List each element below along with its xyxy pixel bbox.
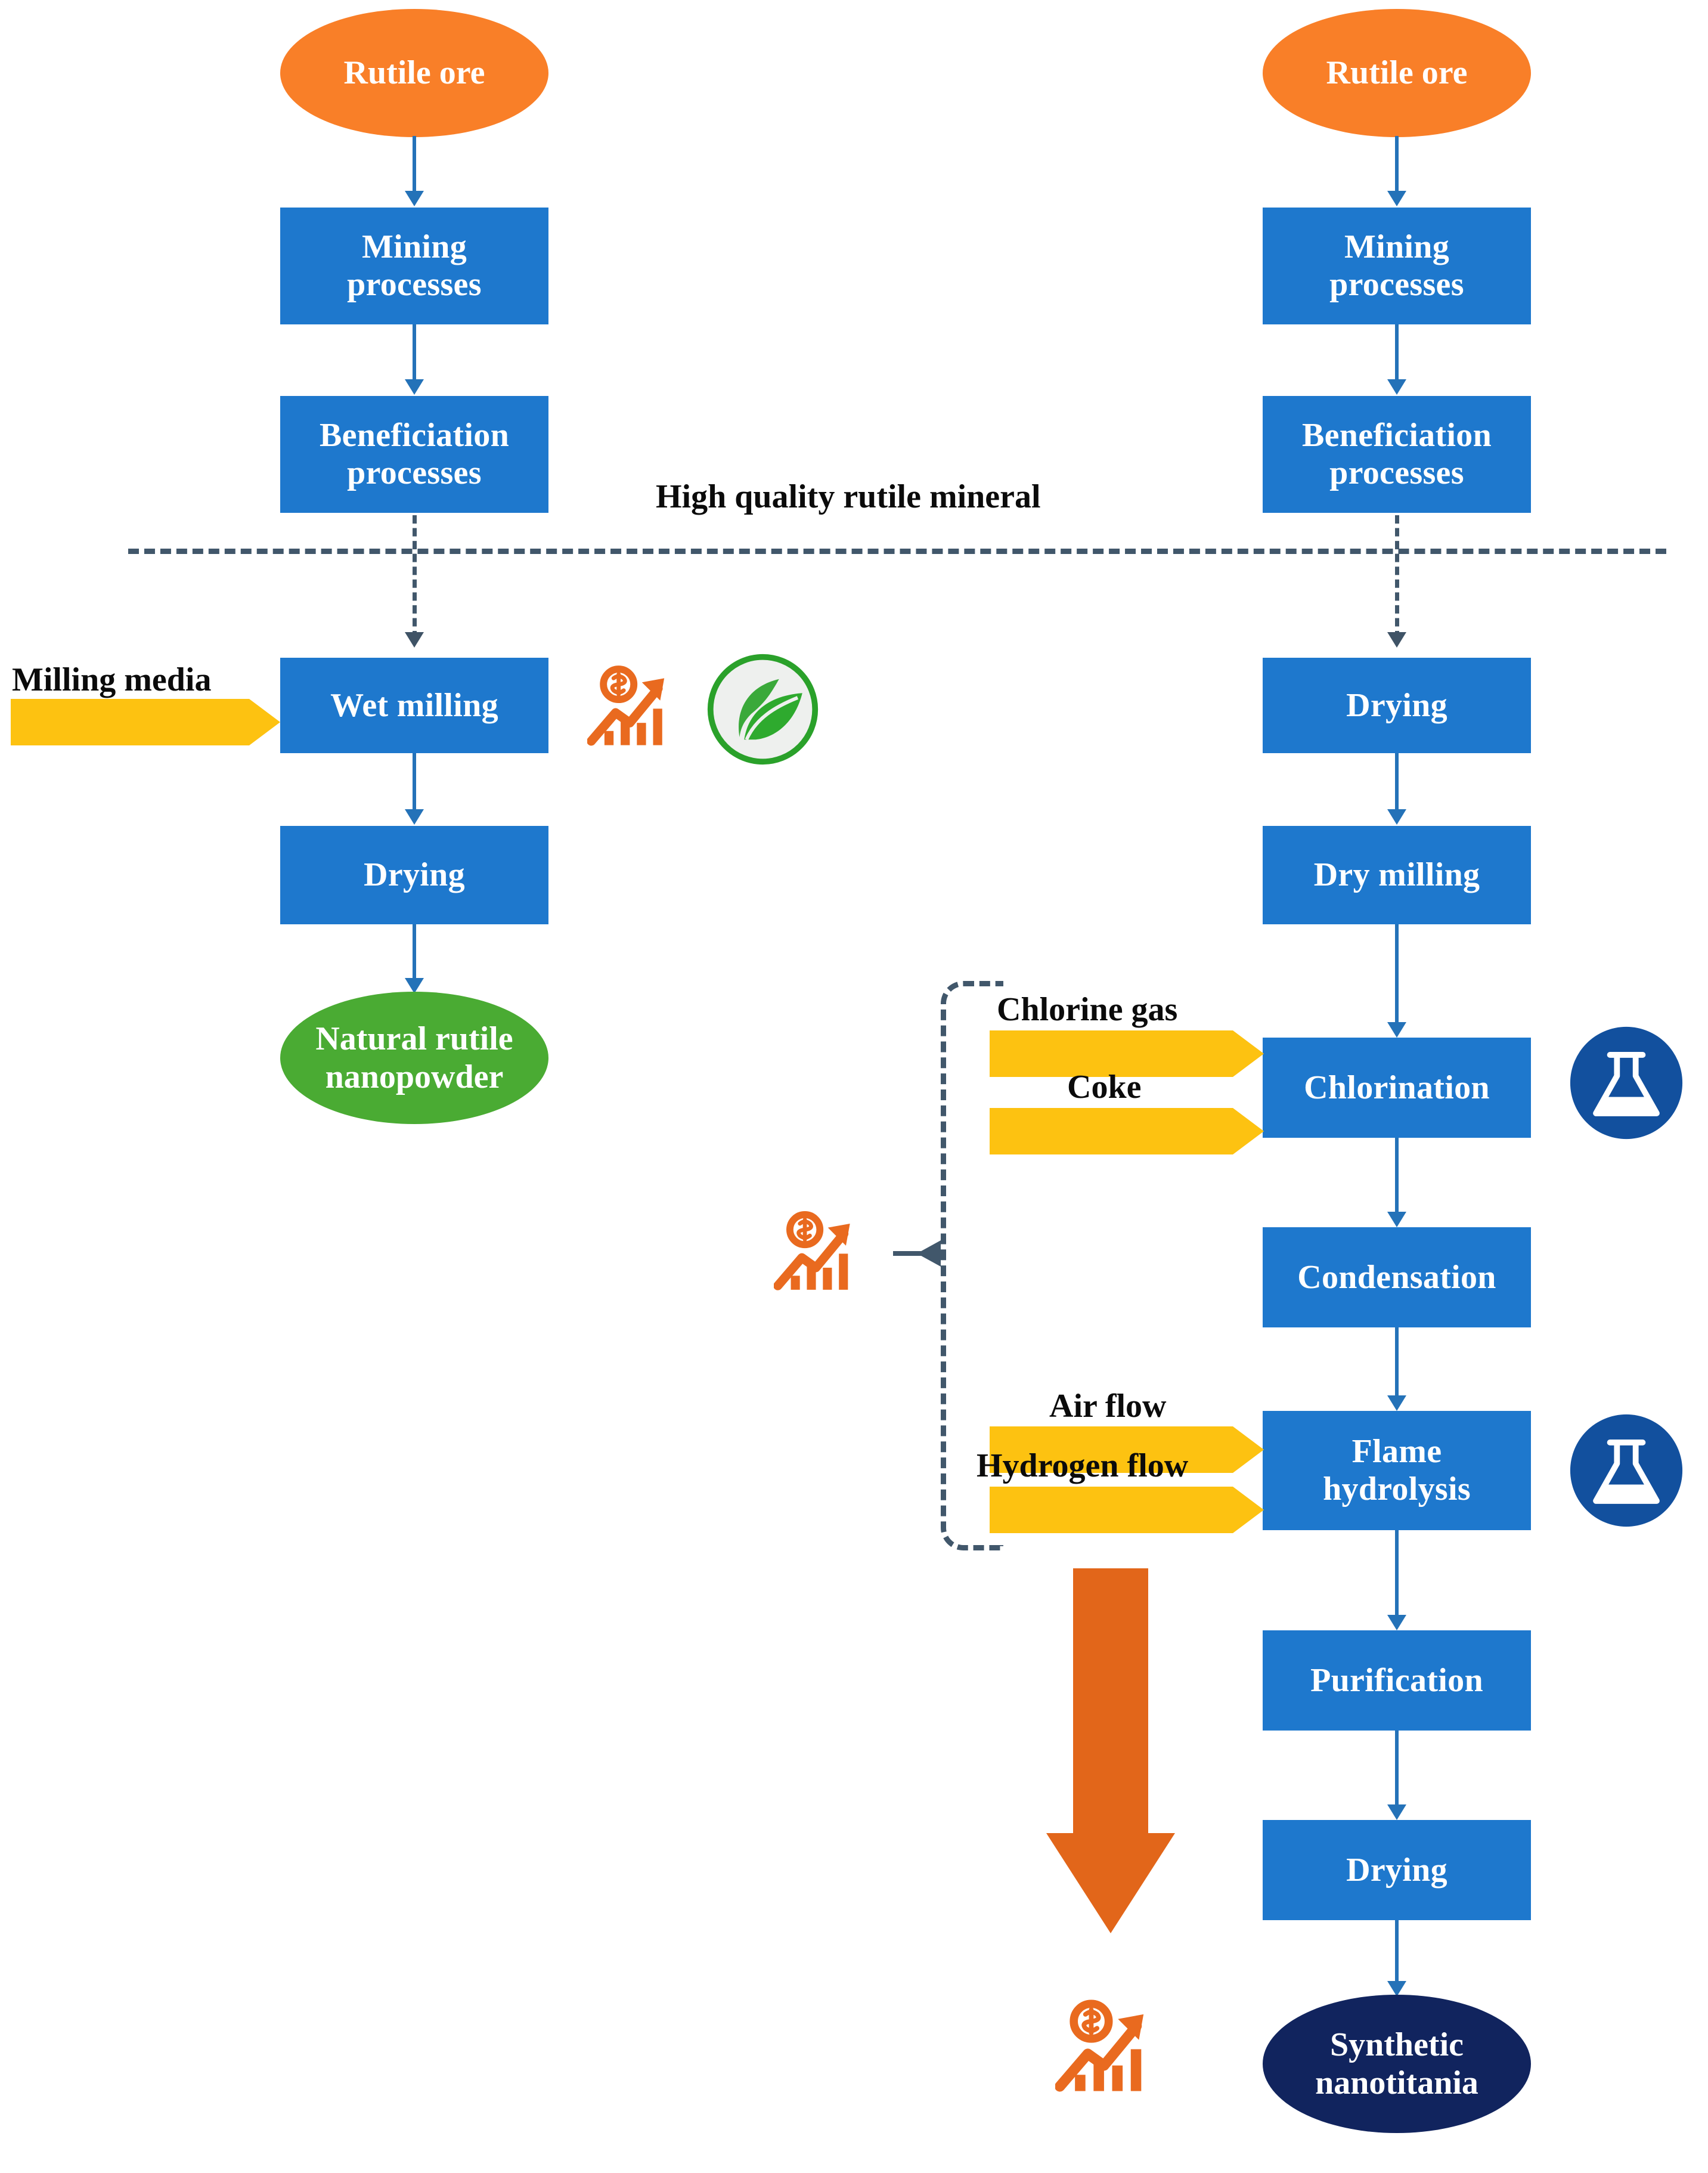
feed-label-hydrogen-flow: Hydrogen flow [977, 1447, 1189, 1484]
arrowhead-icon [1387, 1981, 1406, 1996]
cost-growth-icon-bracket [774, 1199, 874, 1305]
arrowhead-icon [405, 191, 424, 206]
connector-stem [413, 136, 416, 193]
right-step-condensation: Condensation [1263, 1227, 1531, 1327]
right-step-dry-milling-label: Dry milling [1313, 856, 1480, 894]
flask-icon-flame-hydrolysis [1568, 1412, 1685, 1529]
feed-label-coke: Coke [1067, 1069, 1142, 1106]
feed-arrow-body [990, 1108, 1233, 1154]
left-step-drying-label: Drying [364, 856, 465, 894]
right-start-label: Rutile ore [1326, 54, 1468, 92]
feed-arrow-hydrogen-flow [990, 1487, 1264, 1533]
feed-arrow-head-icon [1233, 1108, 1264, 1154]
arrowhead-icon [1387, 191, 1406, 206]
horizontal-dashed-separator [128, 549, 1666, 554]
feed-arrow-coke [990, 1108, 1264, 1154]
feed-label-chlorine-gas: Chlorine gas [997, 991, 1178, 1028]
left-step-drying: Drying [280, 826, 548, 924]
connector-stem [1395, 1530, 1399, 1617]
right-step-purification-label: Purification [1310, 1661, 1483, 1699]
right-start-ellipse-rutile-ore: Rutile ore [1263, 9, 1531, 137]
feed-arrow-chlorine-gas [990, 1030, 1264, 1077]
connector-stem [1395, 924, 1399, 1024]
orange-arrow-head-icon [1046, 1833, 1175, 1933]
right-step-drying-1: Drying [1263, 658, 1531, 753]
feed-arrow-body [990, 1487, 1233, 1533]
arrowhead-icon [1387, 1804, 1406, 1820]
feed-arrow-head-icon [249, 699, 280, 745]
right-step-drying-2: Drying [1263, 1820, 1531, 1920]
right-step-purification: Purification [1263, 1630, 1531, 1731]
feed-arrow-body [990, 1426, 1233, 1473]
eco-leaf-icon [705, 651, 821, 767]
connector-stem [1395, 1327, 1399, 1398]
feed-arrow-head-icon [1233, 1426, 1264, 1473]
feed-arrow-head-icon [1233, 1487, 1264, 1533]
left-step-wet-milling: Wet milling [280, 658, 548, 753]
right-step-drying-1-label: Drying [1346, 686, 1447, 724]
left-start-label: Rutile ore [343, 54, 485, 92]
feed-label-air-flow: Air flow [1049, 1388, 1167, 1425]
feed-arrow-body [11, 699, 249, 745]
chemical-stage-bracket [941, 981, 1003, 1550]
arrowhead-icon [405, 379, 424, 395]
feed-arrow-body [990, 1030, 1233, 1077]
feed-label-milling-media: Milling media [12, 661, 212, 698]
connector-dashed-stem [413, 515, 417, 639]
left-step-wet-milling-label: Wet milling [330, 686, 498, 724]
connector-stem [413, 753, 416, 812]
connector-stem [413, 324, 416, 382]
connector-stem [1395, 753, 1399, 812]
arrowhead-icon [405, 632, 424, 648]
bracket-pointer-arrow-icon [917, 1240, 941, 1267]
cost-growth-icon-bottom [1055, 1986, 1171, 2108]
right-step-chlorination-label: Chlorination [1304, 1069, 1490, 1106]
arrowhead-icon [1387, 632, 1406, 648]
arrowhead-icon [1387, 1022, 1406, 1038]
connector-dashed-stem [1395, 515, 1399, 639]
cost-growth-icon [587, 653, 689, 760]
right-step-condensation-label: Condensation [1297, 1258, 1496, 1296]
arrowhead-icon [405, 809, 424, 825]
connector-stem [1395, 1138, 1399, 1214]
connector-stem [413, 924, 416, 980]
arrowhead-icon [405, 978, 424, 993]
separator-label-high-quality-rutile-mineral: High quality rutile mineral [656, 478, 1041, 515]
overall-cost-increase-arrow [1046, 1568, 1175, 1933]
right-step-dry-milling: Dry milling [1263, 826, 1531, 924]
arrowhead-icon [1387, 1615, 1406, 1630]
arrowhead-icon [1387, 1395, 1406, 1411]
connector-stem [1395, 324, 1399, 382]
arrowhead-icon [1387, 809, 1406, 825]
left-start-ellipse-rutile-ore: Rutile ore [280, 9, 548, 137]
connector-stem [1395, 1920, 1399, 1983]
feed-arrow-air-flow [990, 1426, 1264, 1473]
arrowhead-icon [1387, 1212, 1406, 1227]
right-step-chlorination: Chlorination [1263, 1038, 1531, 1138]
connector-stem [1395, 136, 1399, 193]
feed-arrow-milling-media [11, 699, 280, 745]
flask-icon-chlorination [1568, 1024, 1685, 1141]
connector-stem [1395, 1731, 1399, 1807]
arrowhead-icon [1387, 379, 1406, 395]
feed-arrow-head-icon [1233, 1030, 1264, 1077]
orange-arrow-shaft [1073, 1568, 1148, 1833]
right-step-drying-2-label: Drying [1346, 1851, 1447, 1889]
